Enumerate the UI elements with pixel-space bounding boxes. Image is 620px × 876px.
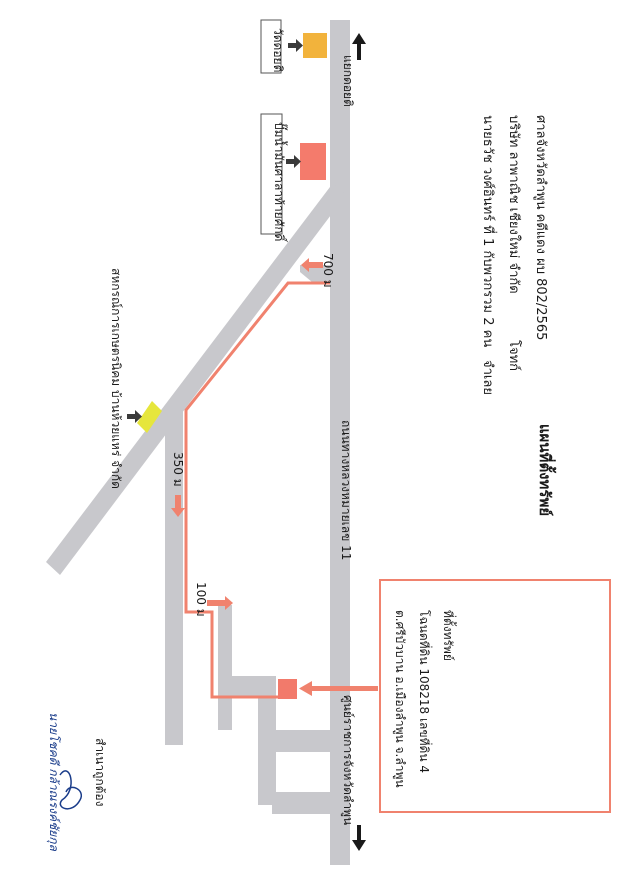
lower-branch-road-a bbox=[218, 605, 232, 730]
route-arrow-100 bbox=[207, 596, 233, 610]
property-deed: โฉนดที่ดิน 108218 เลขที่ดิน 4 bbox=[417, 610, 433, 773]
gas-station-pointer-arrow bbox=[286, 155, 301, 168]
temple-marker bbox=[303, 33, 327, 58]
route-arrow-700 bbox=[301, 258, 323, 272]
lower-branch-road-c bbox=[258, 690, 276, 805]
coop-label: สหกรณ์การเกษตรนิคม บ้านห้วยแหร่ จำกัด bbox=[109, 268, 123, 489]
distance-100: 100 ม bbox=[194, 582, 208, 617]
north-direction-arrow bbox=[352, 33, 366, 60]
property-info-box bbox=[379, 579, 611, 813]
coop-marker bbox=[137, 401, 162, 433]
property-marker bbox=[278, 679, 297, 699]
property-pointer-arrow bbox=[299, 681, 378, 696]
distance-350: 350 ม bbox=[171, 452, 185, 487]
temple-label-box bbox=[260, 19, 282, 74]
landmark-bottom-label: ศูนย์ราชการจังหวัดลำพูน bbox=[340, 695, 355, 825]
property-title: ที่ตั้งทรัพย์ bbox=[441, 610, 457, 661]
gas-station-marker bbox=[300, 143, 326, 180]
main-road-label: ถนนทางหลวงหมายเลข 11 bbox=[339, 420, 353, 560]
route-arrow-350 bbox=[171, 495, 185, 517]
lower-branch-road-e bbox=[272, 792, 330, 814]
route-line bbox=[184, 281, 330, 699]
court-case-text: ศาลจังหวัดลำพูน คดีแดง ผบ 802/2565 bbox=[533, 115, 549, 340]
signature-title: สำเนาถูกต้อง bbox=[92, 738, 107, 807]
plaintiff-label: โจทก์ bbox=[506, 340, 522, 371]
vertical-side-road bbox=[165, 405, 183, 745]
lower-branch-road-d bbox=[272, 730, 330, 752]
temple-pointer-arrow bbox=[288, 39, 303, 52]
signature-scribble bbox=[59, 770, 83, 810]
gas-station-label-box bbox=[260, 113, 283, 235]
road-network bbox=[46, 20, 350, 865]
signature-name: นายโชคดี กล้าณรงค์ชัยกุล bbox=[46, 712, 61, 851]
main-highway-road bbox=[330, 20, 350, 865]
defendant-name: นายธวัช วงศ์อินทร์ ที่ 1 กับพวกรวม 2 คน bbox=[480, 115, 497, 347]
junction-label: แยกดอยติ bbox=[341, 55, 355, 107]
property-address: ต.ศรีบัวบาน อ.เมืองลำพูน จ.ลำพูน bbox=[392, 610, 407, 788]
temple-label: วัดดอยติ bbox=[271, 28, 285, 72]
page-title: แผนที่ตั้งทรัพย์ bbox=[536, 424, 557, 516]
gas-station-label: ปั๊มน้ำมันศาลาท้ายศักดิ์ bbox=[272, 122, 288, 243]
distance-700: 700 ม bbox=[321, 253, 335, 288]
south-direction-arrow bbox=[352, 825, 366, 851]
diagonal-road bbox=[46, 183, 346, 575]
plaintiff-name: บริษัท ลาพาณิช เชียงใหม่ จำกัด bbox=[506, 115, 522, 294]
defendant-label: จำเลย bbox=[480, 360, 495, 395]
coop-pointer-arrow bbox=[127, 410, 142, 423]
